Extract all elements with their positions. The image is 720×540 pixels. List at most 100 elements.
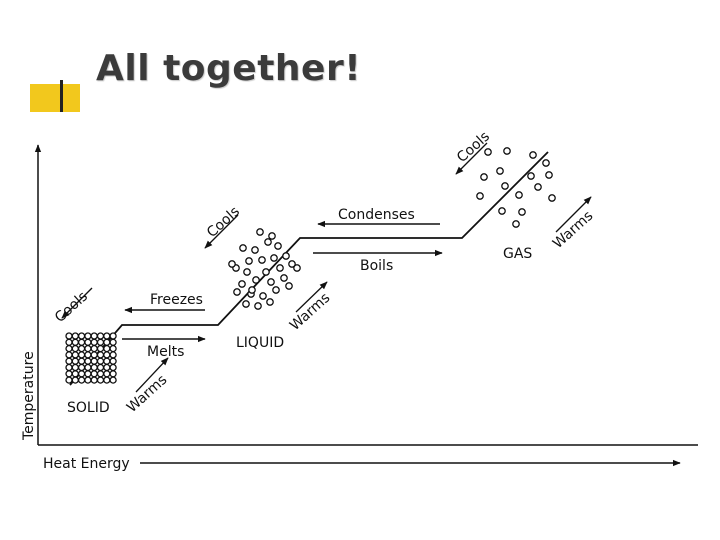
liquid-particle xyxy=(282,252,290,260)
gas-particles xyxy=(476,147,556,228)
condenses-label: Condenses xyxy=(338,207,415,223)
gas-cools-label: Cools xyxy=(454,129,493,166)
solid-particle xyxy=(90,351,98,359)
liquid-particle xyxy=(270,254,278,262)
gas-particle xyxy=(515,191,523,199)
gas-particle xyxy=(542,159,550,167)
solid-particle xyxy=(77,357,86,365)
solid-particle xyxy=(84,357,92,365)
solid-particle xyxy=(103,344,111,353)
solid-particle xyxy=(109,332,117,340)
solid-particle xyxy=(90,344,98,353)
solid-particle xyxy=(65,338,73,346)
solid-particle xyxy=(71,376,79,384)
gas-particle xyxy=(484,148,492,156)
title-accent-bar xyxy=(60,80,63,112)
solid-particle xyxy=(109,344,117,353)
solid-particle xyxy=(65,351,73,359)
liquid-cools-arrow xyxy=(204,214,239,249)
solid-particle xyxy=(65,370,73,378)
gas-particle xyxy=(529,151,537,159)
gas-particle xyxy=(548,194,556,202)
liquid-particle xyxy=(243,268,251,276)
solid-particle xyxy=(90,338,98,346)
solid-particle xyxy=(109,357,117,365)
liquid-warms-arrow xyxy=(295,281,328,313)
solid-particle xyxy=(103,351,111,359)
solid-warms-label: Warms xyxy=(124,372,170,416)
gas-particle xyxy=(527,172,535,180)
solid-particle xyxy=(90,363,98,372)
liquid-particle xyxy=(228,260,236,268)
solid-particle xyxy=(71,357,79,365)
liquid-particle xyxy=(254,302,262,310)
solid-particle xyxy=(84,344,92,353)
solid-particle xyxy=(84,351,92,359)
gas-particle xyxy=(503,147,511,155)
solid-particle xyxy=(77,363,86,372)
liquid-cools-label: Cools xyxy=(204,204,243,241)
liquid-particle xyxy=(285,282,293,290)
liquid-label: LIQUID xyxy=(236,335,284,351)
liquid-particle xyxy=(256,228,264,236)
solid-particle xyxy=(84,376,92,384)
solid-particle xyxy=(96,370,105,378)
liquid-particle xyxy=(268,232,276,240)
solid-particle xyxy=(109,351,117,359)
gas-cools-arrow xyxy=(455,142,488,175)
liquid-particle xyxy=(293,264,301,272)
solid-particle xyxy=(65,376,73,384)
slide-title: All together! xyxy=(96,48,362,89)
liquid-particle xyxy=(238,280,246,288)
solid-particle xyxy=(96,376,105,384)
solid-particle xyxy=(103,357,111,365)
solid-particle xyxy=(96,351,105,359)
liquid-particle xyxy=(252,276,260,284)
solid-particle xyxy=(65,363,73,372)
freezes-label: Freezes xyxy=(150,292,203,308)
solid-particle xyxy=(96,363,105,372)
solid-particle xyxy=(109,363,117,372)
solid-particle xyxy=(103,376,111,384)
gas-particle xyxy=(480,173,488,181)
gas-particle xyxy=(476,192,484,200)
solid-particle xyxy=(103,332,111,340)
title-accent-square xyxy=(30,84,80,112)
solid-particle xyxy=(109,370,117,378)
solid-particle xyxy=(77,351,86,359)
gas-particle xyxy=(501,182,509,190)
liquid-particle xyxy=(274,242,282,250)
solid-particle xyxy=(84,370,92,378)
gas-particle xyxy=(498,207,506,215)
solid-particle xyxy=(96,357,105,365)
liquid-particle xyxy=(272,286,280,294)
gas-label: GAS xyxy=(503,246,532,262)
liquid-particle xyxy=(251,246,259,254)
liquid-particle xyxy=(280,274,288,282)
liquid-particle xyxy=(262,268,270,276)
solid-particles xyxy=(65,332,117,384)
solid-particle xyxy=(90,332,98,340)
solid-particle xyxy=(77,332,86,340)
solid-particle xyxy=(90,376,98,384)
liquid-particle xyxy=(245,257,253,265)
liquid-particle xyxy=(288,260,296,268)
liquid-particle xyxy=(242,300,250,308)
solid-particle xyxy=(71,370,79,378)
gas-particle xyxy=(496,167,504,175)
solid-particle xyxy=(65,357,73,365)
solid-particle xyxy=(84,332,92,340)
solid-particle xyxy=(109,338,117,346)
solid-particle xyxy=(96,332,105,340)
solid-particle xyxy=(90,370,98,378)
solid-particle xyxy=(103,370,111,378)
liquid-particles xyxy=(228,228,301,310)
liquid-particle xyxy=(248,286,256,294)
y-axis-label: Temperature xyxy=(21,351,37,441)
solid-particle xyxy=(77,338,86,346)
liquid-particle xyxy=(266,298,274,306)
x-axis-label: Heat Energy xyxy=(43,456,130,472)
solid-particle xyxy=(65,332,73,340)
liquid-particle xyxy=(239,244,247,252)
solid-warms-arrow xyxy=(135,357,169,393)
